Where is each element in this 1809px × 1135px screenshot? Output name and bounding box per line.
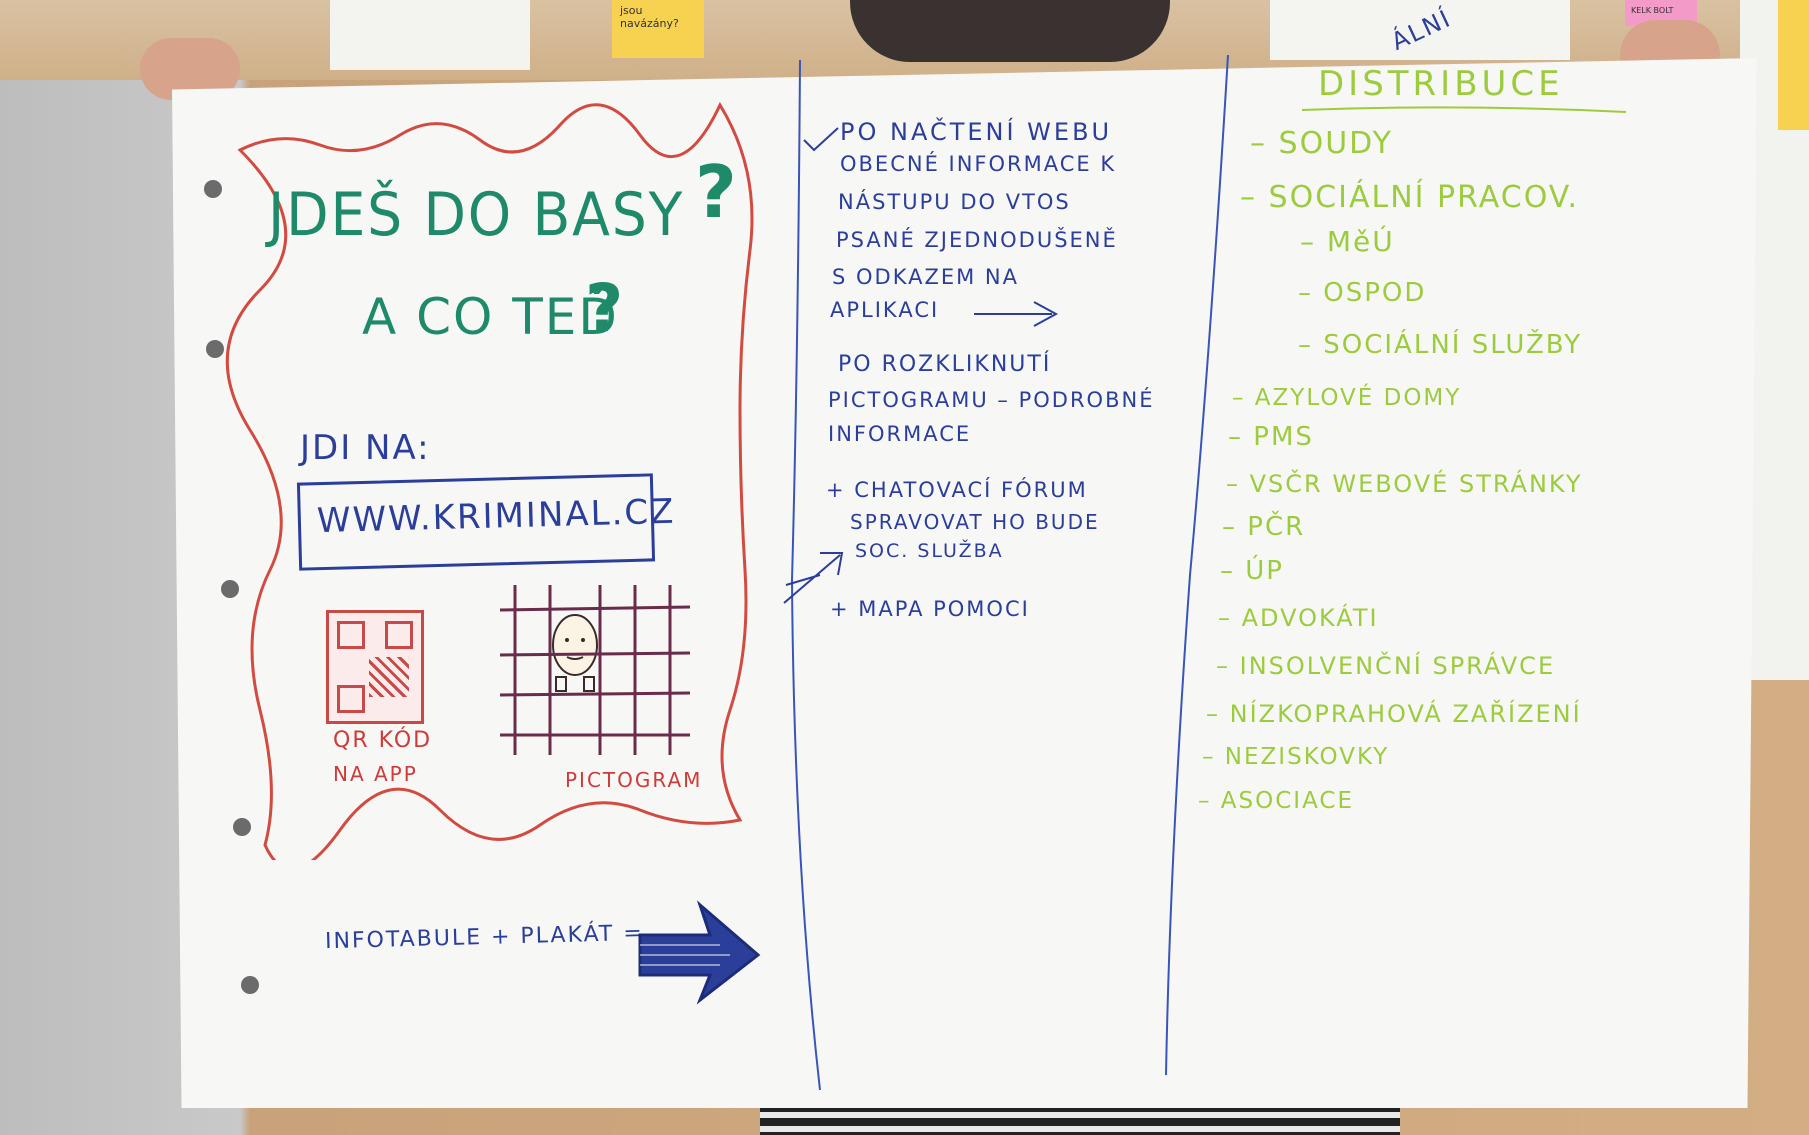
- question-mark-icon: ?: [695, 150, 739, 234]
- distribution-item: – NEZISKOVKY: [1202, 744, 1390, 770]
- url-text: WWW.KRIMINAL.CZ: [316, 491, 676, 542]
- pictogram-label: PICTOGRAM: [565, 768, 703, 792]
- small-arrow-icon: [974, 301, 1059, 327]
- distribution-item: – SOCIÁLNÍ SLUŽBY: [1298, 330, 1583, 360]
- pink-note-text: KELK BOLT: [1631, 6, 1674, 15]
- go-to-label: JDI NA:: [300, 428, 431, 468]
- distribution-item: – INSOLVENČNÍ SPRÁVCE: [1216, 652, 1556, 680]
- qr-label-line2: NA APP: [333, 762, 418, 786]
- qr-label-line1: QR KÓD: [333, 728, 433, 753]
- note-line: PO NAČTENÍ WEBU: [840, 118, 1113, 146]
- background-sheet-middle: ÁLNÍ: [1270, 0, 1570, 60]
- punch-hole: [233, 818, 251, 836]
- qr-code-icon: [326, 610, 424, 724]
- question-mark-icon: ?: [585, 270, 626, 347]
- distribution-heading: DISTRIBUCE: [1318, 64, 1564, 104]
- note-line: SOC. SLUŽBA: [855, 540, 1004, 562]
- heading-underline: [1301, 106, 1627, 113]
- distribution-item: – PČR: [1222, 512, 1306, 542]
- distribution-item: – VSČR WEBOVÉ STRÁNKY: [1226, 470, 1583, 498]
- background-sheet-left: [330, 0, 530, 70]
- flipchart-paper: [172, 58, 1757, 1108]
- punch-hole: [204, 180, 222, 198]
- url-box: WWW.KRIMINAL.CZ: [296, 473, 676, 571]
- note-line: PSANÉ ZJEDNODUŠENĚ: [836, 228, 1118, 252]
- note-line: NÁSTUPU DO VTOS: [838, 190, 1071, 214]
- sticky-note-yellow: jsou navázány?: [612, 0, 704, 58]
- poster-frame: [225, 101, 754, 860]
- sticky-note-text: jsou navázány?: [620, 4, 679, 30]
- note-line: + CHATOVACÍ FÓRUM: [826, 478, 1088, 502]
- distribution-item: – SOUDY: [1250, 126, 1393, 161]
- column-divider-left: [790, 60, 821, 1091]
- note-line: OBECNÉ INFORMACE K: [840, 152, 1117, 176]
- punch-hole: [206, 340, 224, 358]
- big-arrow-icon: [638, 900, 761, 1005]
- sticky-note-yellow-right: [1778, 0, 1809, 130]
- distribution-item: – SOCIÁLNÍ PRACOV.: [1240, 180, 1579, 215]
- distribution-item: – PMS: [1228, 422, 1314, 452]
- punch-hole: [221, 580, 239, 598]
- note-line: + MAPA POMOCI: [830, 597, 1030, 621]
- background-sheet-text: ÁLNÍ: [1387, 4, 1456, 56]
- punch-hole: [241, 976, 259, 994]
- column-divider-right: [1165, 55, 1229, 1076]
- distribution-item: – ASOCIACE: [1198, 788, 1355, 814]
- note-line: S ODKAZEM NA: [832, 265, 1019, 289]
- prisoner-pictogram-icon: [500, 585, 690, 755]
- curved-arrow-icon: [783, 552, 844, 604]
- checkmark-icon: [803, 127, 839, 152]
- note-line: APLIKACI: [830, 298, 940, 322]
- poster-title-line1: JDEŠ DO BASY: [268, 180, 685, 250]
- note-line: SPRAVOVAT HO BUDE: [850, 510, 1100, 534]
- distribution-item: – ÚP: [1220, 556, 1284, 586]
- distribution-item: – ADVOKÁTI: [1218, 604, 1379, 632]
- poster-title-line2: A CO TEĎ: [362, 288, 619, 346]
- note-line: PICTOGRAMU – PODROBNÉ: [828, 388, 1155, 412]
- distribution-item: – OSPOD: [1298, 278, 1427, 308]
- note-line: INFORMACE: [828, 422, 972, 446]
- person-hair: [850, 0, 1170, 62]
- distribution-item: – AZYLOVÉ DOMY: [1232, 385, 1462, 411]
- distribution-item: – NÍZKOPRAHOVÁ ZAŘÍZENÍ: [1206, 700, 1582, 728]
- note-line: PO ROZKLIKNUTÍ: [838, 352, 1052, 377]
- distribution-item: – MěÚ: [1300, 225, 1395, 258]
